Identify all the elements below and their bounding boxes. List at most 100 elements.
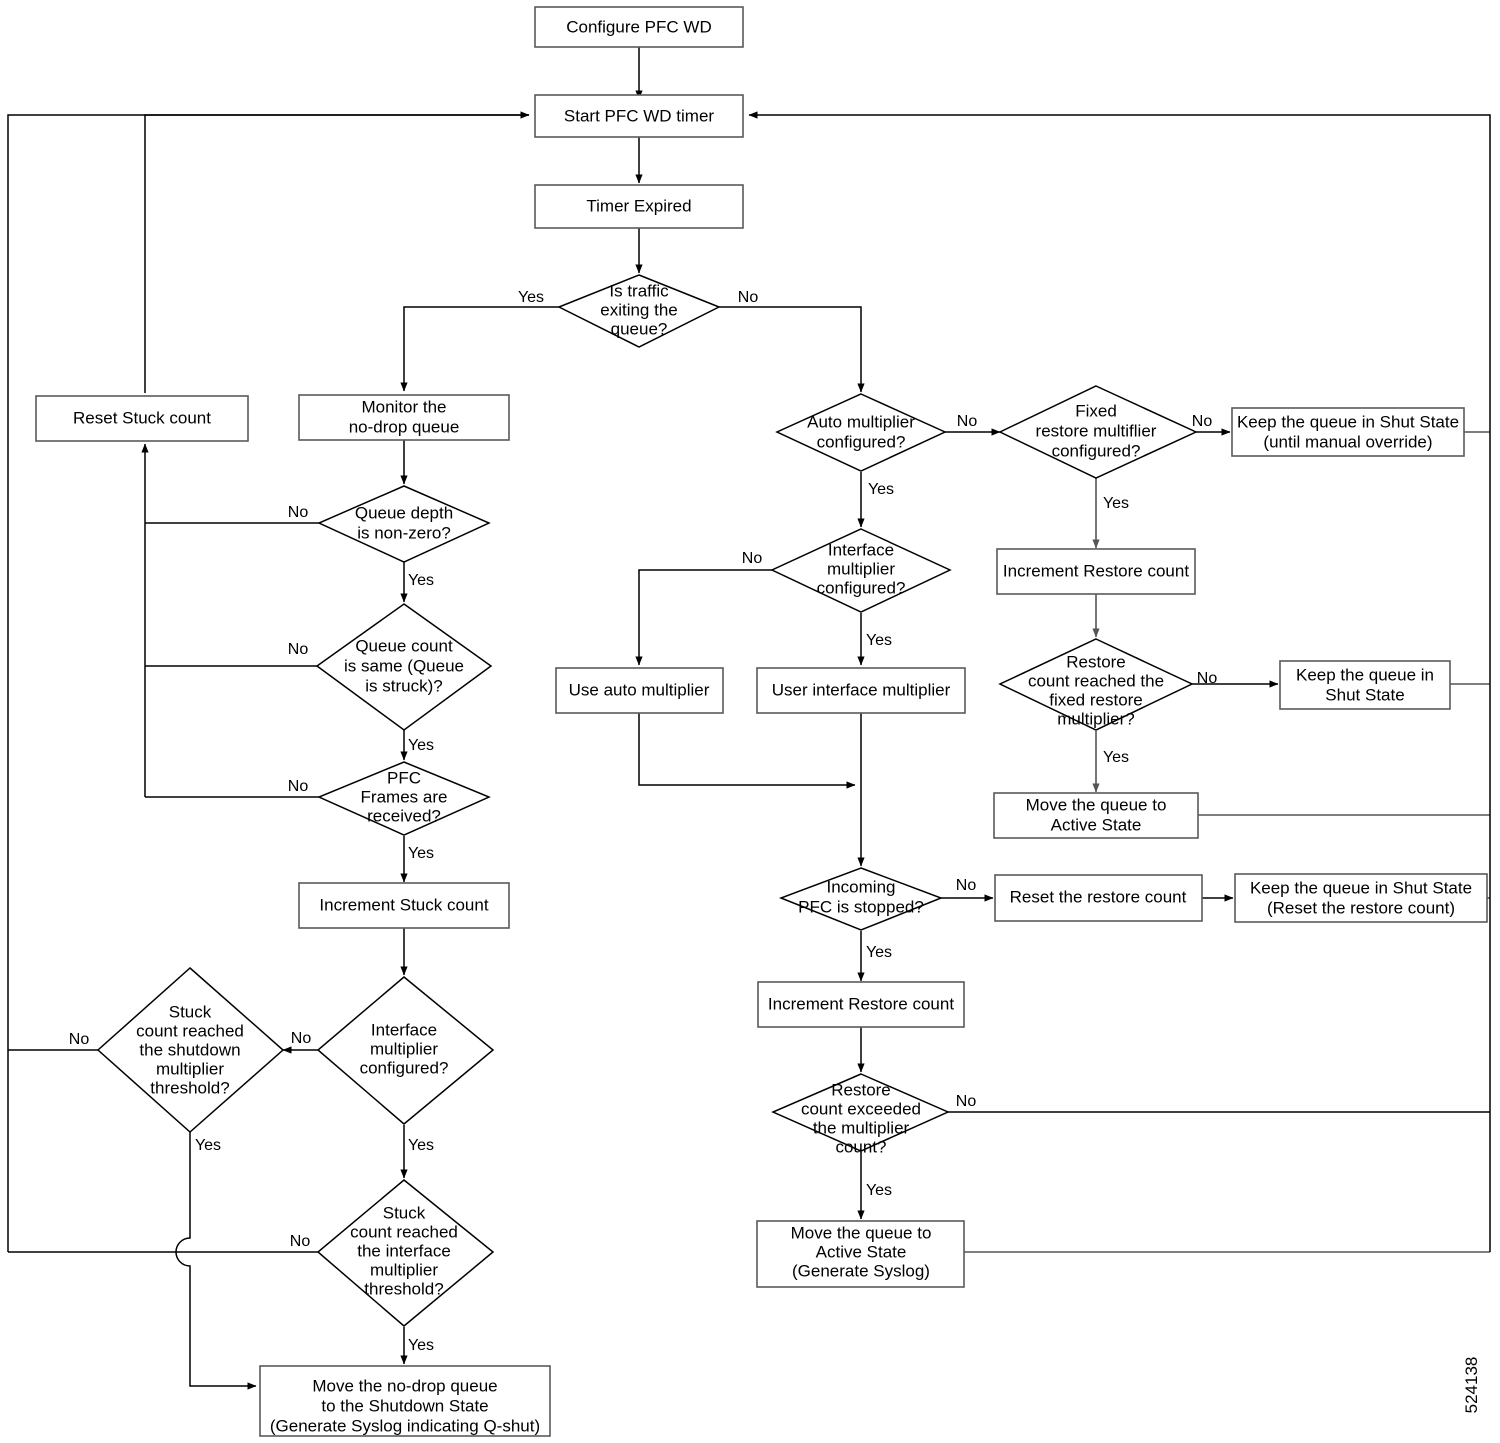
- node-interface-multiplier-configured-left[interactable]: Interface multiplier configured?: [316, 976, 495, 1125]
- node-interface-multiplier-configured-right-line2: multiplier: [827, 559, 895, 578]
- node-queue-count-same-line3: is struck)?: [365, 676, 442, 695]
- edge-traffic-no: [719, 306, 865, 393]
- node-fixed-restore-multiplier-configured[interactable]: Fixed restore multiflier configured?: [998, 385, 1198, 479]
- node-increment-restore-count-top[interactable]: Increment Restore count: [996, 548, 1196, 595]
- edge-label-stuckiface-yes: Yes: [408, 1337, 434, 1354]
- node-fixed-restore-multiplier-configured-line3: configured?: [1052, 441, 1141, 460]
- node-restore-count-reached-fixed-line4: multiplier?: [1057, 709, 1134, 728]
- node-move-queue-shutdown-state[interactable]: Move the no-drop queue to the Shutdown S…: [259, 1365, 551, 1437]
- edge-label-restoreexceeded-yes: Yes: [866, 1182, 892, 1199]
- edge-label-restoreexceeded-no: No: [956, 1093, 977, 1110]
- edge-label-stuckiface-no: No: [290, 1233, 311, 1250]
- node-user-interface-multiplier-label: User interface multiplier: [772, 680, 951, 699]
- node-stuck-count-shutdown-threshold-line1: Stuck: [169, 1002, 212, 1021]
- node-stuck-count-shutdown-threshold-line3: the shutdown: [139, 1040, 240, 1059]
- edge-label-stuckshutdown-no: No: [69, 1031, 90, 1048]
- edge-label-restorereached-yes: Yes: [1103, 749, 1129, 766]
- edge-label-automult-no: No: [957, 413, 978, 430]
- node-interface-multiplier-configured-right-line1: Interface: [828, 540, 894, 559]
- edge-label-pfcframes-yes: Yes: [408, 845, 434, 862]
- node-keep-shut-reset-restore-line1: Keep the queue in Shut State: [1250, 878, 1472, 897]
- node-keep-shut-reset-restore-line2: (Reset the restore count): [1267, 898, 1455, 917]
- edge-stuckshutdown-yes: [175, 1089, 257, 1390]
- node-pfc-frames-received-line1: PFC: [387, 768, 421, 787]
- node-stuck-count-shutdown-threshold-line5: threshold?: [150, 1078, 229, 1097]
- node-timer-expired-label: Timer Expired: [586, 196, 691, 215]
- node-keep-queue-shut-state[interactable]: Keep the queue in Shut State: [1279, 660, 1451, 710]
- node-queue-count-same[interactable]: Queue count is same (Queue is struck)?: [315, 603, 493, 731]
- node-use-auto-multiplier-label: Use auto multiplier: [569, 680, 710, 699]
- node-move-queue-active-syslog-line1: Move the queue to: [791, 1223, 932, 1242]
- node-incoming-pfc-stopped-line1: Incoming: [827, 877, 896, 896]
- edge-label-incomingpfc-no: No: [956, 877, 977, 894]
- node-keep-shut-manual-override-line2: (until manual override): [1263, 432, 1432, 451]
- edge-label-traffic-yes: Yes: [518, 289, 544, 306]
- edge-useauto-join: [638, 713, 856, 789]
- node-stuck-count-interface-threshold-line1: Stuck: [383, 1203, 426, 1222]
- node-auto-multiplier-configured-line1: Auto multiplier: [807, 412, 915, 431]
- node-increment-restore-count-top-label: Increment Restore count: [1003, 561, 1189, 580]
- node-increment-restore-count-bottom[interactable]: Increment Restore count: [757, 981, 965, 1028]
- node-stuck-count-interface-threshold-line4: multiplier: [370, 1260, 438, 1279]
- edge-label-incomingpfc-yes: Yes: [866, 944, 892, 961]
- edge-label-pfcframes-no: No: [288, 778, 309, 795]
- node-move-queue-active-state-line2: Active State: [1051, 815, 1142, 834]
- edge-label-automult-yes: Yes: [868, 481, 894, 498]
- node-move-queue-shutdown-state-line1: Move the no-drop queue: [312, 1376, 497, 1395]
- edge-far-left-rail-up: [7, 114, 529, 1050]
- node-move-queue-shutdown-state-line2: to the Shutdown State: [321, 1396, 488, 1415]
- node-keep-shut-manual-override[interactable]: Keep the queue in Shut State (until manu…: [1231, 407, 1465, 457]
- node-use-auto-multiplier[interactable]: Use auto multiplier: [555, 667, 724, 714]
- node-configure-pfc-wd[interactable]: Configure PFC WD: [534, 6, 744, 48]
- node-stuck-count-shutdown-threshold-line4: multiplier: [156, 1059, 224, 1078]
- node-is-traffic-exiting-queue-line3: queue?: [611, 319, 668, 338]
- node-restore-count-exceeded[interactable]: Restore count exceeded the multiplier co…: [771, 1073, 950, 1156]
- node-restore-count-reached-fixed[interactable]: Restore count reached the fixed restore …: [998, 638, 1194, 731]
- node-interface-multiplier-configured-right[interactable]: Interface multiplier configured?: [770, 528, 952, 613]
- node-stuck-count-shutdown-threshold[interactable]: Stuck count reached the shutdown multipl…: [96, 966, 285, 1134]
- figure-id-label: 524138: [1462, 1357, 1481, 1414]
- node-keep-shut-reset-restore[interactable]: Keep the queue in Shut State (Reset the …: [1234, 873, 1488, 923]
- edge-label-queuedepth-yes: Yes: [408, 572, 434, 589]
- node-pfc-frames-received-line2: Frames are: [361, 787, 448, 806]
- edge-ifacemult-right-no: [635, 569, 772, 666]
- node-reset-stuck-count-label: Reset Stuck count: [73, 408, 211, 427]
- node-stuck-count-interface-threshold[interactable]: Stuck count reached the interface multip…: [316, 1179, 495, 1327]
- node-queue-depth-nonzero-line1: Queue depth: [355, 503, 453, 522]
- node-is-traffic-exiting-queue-line2: exiting the: [600, 300, 678, 319]
- node-monitor-no-drop-queue-line2: no-drop queue: [349, 417, 460, 436]
- node-reset-restore-count[interactable]: Reset the restore count: [994, 874, 1203, 922]
- node-monitor-no-drop-queue-line1: Monitor the: [361, 397, 446, 416]
- node-reset-stuck-count[interactable]: Reset Stuck count: [35, 395, 249, 442]
- node-configure-pfc-wd-label: Configure PFC WD: [566, 17, 711, 36]
- node-keep-shut-manual-override-line1: Keep the queue in Shut State: [1237, 412, 1459, 431]
- node-queue-count-same-line2: is same (Queue: [344, 656, 464, 675]
- node-auto-multiplier-configured[interactable]: Auto multiplier configured?: [775, 393, 947, 472]
- node-monitor-no-drop-queue[interactable]: Monitor the no-drop queue: [298, 394, 510, 441]
- node-restore-count-reached-fixed-line1: Restore: [1066, 652, 1126, 671]
- node-move-queue-active-syslog[interactable]: Move the queue to Active State (Generate…: [756, 1220, 965, 1288]
- node-pfc-frames-received-line3: received?: [367, 806, 441, 825]
- node-queue-depth-nonzero-line2: is non-zero?: [357, 523, 451, 542]
- node-restore-count-reached-fixed-line3: fixed restore: [1049, 690, 1143, 709]
- node-increment-stuck-count[interactable]: Increment Stuck count: [298, 882, 510, 929]
- edge-traffic-yes: [400, 306, 559, 392]
- node-restore-count-reached-fixed-line2: count reached the: [1028, 671, 1164, 690]
- node-queue-depth-nonzero[interactable]: Queue depth is non-zero?: [317, 485, 491, 563]
- node-increment-restore-count-bottom-label: Increment Restore count: [768, 994, 954, 1013]
- node-start-pfc-wd-timer[interactable]: Start PFC WD timer: [534, 94, 744, 138]
- node-stuck-count-interface-threshold-line3: the interface: [357, 1241, 451, 1260]
- node-incoming-pfc-stopped[interactable]: Incoming PFC is stopped?: [778, 867, 944, 931]
- node-incoming-pfc-stopped-line2: PFC is stopped?: [798, 897, 924, 916]
- edge-label-ifacemult-left-yes: Yes: [408, 1137, 434, 1154]
- node-keep-queue-shut-state-line2: Shut State: [1325, 685, 1404, 704]
- node-move-queue-active-state[interactable]: Move the queue to Active State: [993, 792, 1199, 839]
- node-is-traffic-exiting-queue[interactable]: Is traffic exiting the queue?: [557, 274, 721, 348]
- node-interface-multiplier-configured-left-line1: Interface: [371, 1020, 437, 1039]
- node-timer-expired[interactable]: Timer Expired: [534, 184, 744, 229]
- edge-right-rail-to-start: [748, 111, 1491, 1252]
- node-user-interface-multiplier[interactable]: User interface multiplier: [756, 667, 966, 714]
- node-pfc-frames-received[interactable]: PFC Frames are received?: [317, 761, 491, 836]
